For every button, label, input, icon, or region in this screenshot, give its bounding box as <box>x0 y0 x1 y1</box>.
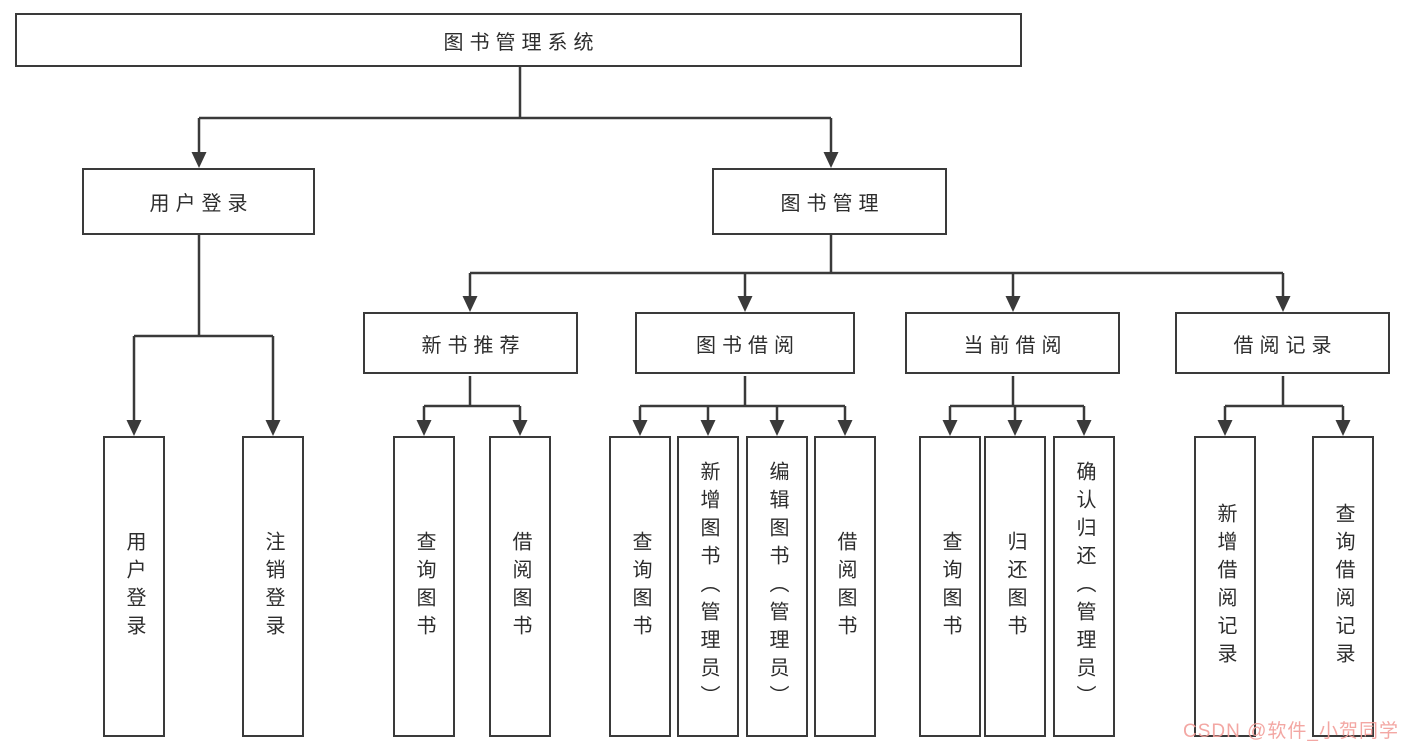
node-current-borrow-label: 当前借阅 <box>963 334 1068 357</box>
leaf-user-login-label: 用户登录 <box>123 530 145 643</box>
leaf-query-books: 查询图书 <box>609 436 671 737</box>
leaf-add-borrow-record: 新增借阅记录 <box>1194 436 1256 737</box>
leaf-return-books: 归还图书 <box>984 436 1046 737</box>
node-library-system-label: 图书管理系统 <box>443 31 600 54</box>
leaf-query-books-label: 查询图书 <box>629 530 651 643</box>
leaf-logout: 注销登录 <box>242 436 304 737</box>
leaf-add-books-admin: 新增图书（管理员） <box>677 436 739 737</box>
leaf-edit-books-admin-label: 编辑图书（管理员） <box>766 460 788 713</box>
node-book-management: 图书管理 <box>712 168 947 235</box>
node-current-borrow: 当前借阅 <box>905 312 1120 374</box>
node-borrow-records: 借阅记录 <box>1175 312 1390 374</box>
node-borrow-records-label: 借阅记录 <box>1233 334 1338 357</box>
leaf-user-login: 用户登录 <box>103 436 165 737</box>
leaf-borrow-books: 借阅图书 <box>814 436 876 737</box>
leaf-add-books-admin-label: 新增图书（管理员） <box>697 460 719 713</box>
leaf-add-borrow-record-label: 新增借阅记录 <box>1214 502 1236 671</box>
leaf-query-books-label: 查询图书 <box>413 530 435 643</box>
leaf-query-books: 查询图书 <box>919 436 981 737</box>
node-user-login: 用户登录 <box>82 168 315 235</box>
node-library-system: 图书管理系统 <box>15 13 1022 67</box>
node-new-book-recommend: 新书推荐 <box>363 312 578 374</box>
leaf-borrow-books-label: 借阅图书 <box>834 530 856 643</box>
leaf-borrow-books-label: 借阅图书 <box>509 530 531 643</box>
node-book-borrow-label: 图书借阅 <box>696 334 800 357</box>
node-book-management-label: 图书管理 <box>780 193 885 215</box>
leaf-edit-books-admin: 编辑图书（管理员） <box>746 436 808 737</box>
leaf-confirm-return-admin: 确认归还（管理员） <box>1053 436 1115 737</box>
leaf-query-books: 查询图书 <box>393 436 455 737</box>
node-book-borrow: 图书借阅 <box>635 312 855 374</box>
node-new-book-recommend-label: 新书推荐 <box>421 334 526 357</box>
node-user-login-label: 用户登录 <box>149 193 254 215</box>
leaf-confirm-return-admin-label: 确认归还（管理员） <box>1073 460 1095 713</box>
leaf-return-books-label: 归还图书 <box>1004 530 1026 643</box>
leaf-logout-label: 注销登录 <box>262 530 284 643</box>
leaf-query-borrow-record: 查询借阅记录 <box>1312 436 1374 737</box>
leaf-borrow-books: 借阅图书 <box>489 436 551 737</box>
leaf-query-borrow-record-label: 查询借阅记录 <box>1332 502 1354 671</box>
leaf-query-books-label: 查询图书 <box>939 530 961 643</box>
csdn-watermark: CSDN @软件_小贺同学 <box>1183 721 1399 742</box>
